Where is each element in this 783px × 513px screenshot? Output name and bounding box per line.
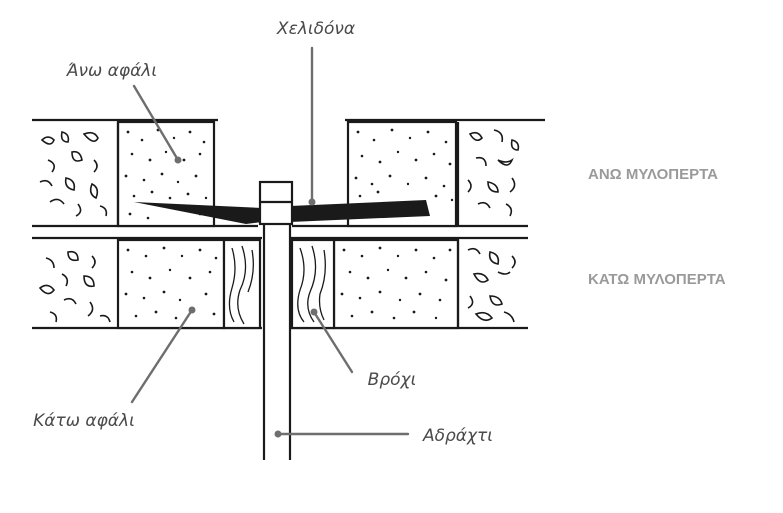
label-upper-coupling: Άνω αφάλι <box>66 61 157 81</box>
label-spindle: Αδράχτι <box>422 426 493 446</box>
upper-right-pebbles <box>467 129 520 217</box>
leader-lower-coupling <box>130 308 194 404</box>
swallowtail-right-wing <box>290 200 430 222</box>
leader-upper-coupling <box>132 84 180 162</box>
leader-bushing <box>312 310 354 374</box>
swallowtail-left-wing <box>134 202 262 224</box>
lower-millstone-block-right-inner <box>332 238 460 330</box>
lower-right-pebbles <box>467 247 516 323</box>
lower-millstone <box>32 236 528 330</box>
leader-lower-coupling-dot <box>188 306 196 314</box>
lower-coupling-block-left <box>116 238 226 330</box>
label-upper-millstone: ΑΝΩ ΜΥΛΟΠΕΡΤΑ <box>588 166 718 183</box>
label-swallowtail: Χελιδόνα <box>276 19 355 39</box>
lower-left-pebbles <box>38 250 111 323</box>
upper-right-specks <box>354 128 454 202</box>
leader-swallowtail-dot <box>308 198 316 206</box>
leader-lines <box>130 46 410 438</box>
leader-bushing-dot <box>310 308 318 316</box>
leader-upper-coupling-dot <box>174 156 182 164</box>
leader-spindle-dot <box>274 430 282 438</box>
label-bushing: Βρόχι <box>368 370 417 390</box>
bushing-wood-grain <box>228 245 326 325</box>
lower-right-specks <box>340 246 452 320</box>
label-lower-coupling: Κάτω αφάλι <box>33 411 135 431</box>
label-lower-millstone: ΚΑΤΩ ΜΥΛΟΠΕΡΤΑ <box>588 271 726 288</box>
lower-coupling-specks <box>124 246 218 320</box>
upper-left-pebbles <box>39 131 108 217</box>
